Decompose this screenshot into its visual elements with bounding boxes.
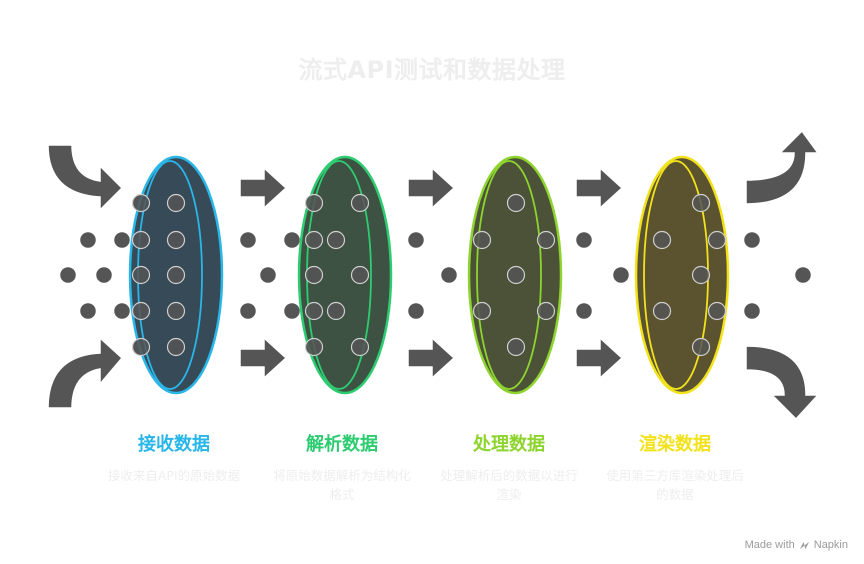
data-dot [166,230,186,250]
data-dot [406,301,426,321]
curved-exit-arrow-icon [745,345,820,421]
brand-text: Napkin [813,539,848,551]
ring-outer [297,155,393,395]
data-dot [258,265,278,285]
stage-rings [128,155,730,395]
data-dot [742,301,762,321]
data-dot [472,230,492,250]
curved-entry-arrow-icon [47,144,124,212]
flow-arrows [47,129,820,421]
data-dot [94,265,114,285]
data-dot [691,337,711,357]
ring-outer [634,155,730,395]
data-dot [166,265,186,285]
ring-inner-edge [476,160,542,390]
page-title: 流式API测试和数据处理 [298,56,566,84]
data-dot [439,265,459,285]
data-dot [131,230,151,250]
data-dot [78,230,98,250]
data-dot [536,301,556,321]
data-dot [282,230,302,250]
data-dot [58,265,78,285]
stage-desc-parse: 将原始数据解析为结构化格式 [273,468,411,502]
data-dot [652,301,672,321]
data-dot [78,301,98,321]
data-dot [304,337,324,357]
data-dot [652,230,672,250]
stage-label-receive: 接收数据 [138,434,210,455]
data-dot [406,230,426,250]
data-dot [350,265,370,285]
napkin-logo-icon [799,541,809,549]
data-dot [131,193,151,213]
data-dot [304,193,324,213]
data-dot [691,265,711,285]
data-dot [691,193,711,213]
ring-parse [297,155,393,395]
data-dot [131,301,151,321]
right-arrow-icon [407,336,456,380]
data-dot [611,265,631,285]
curved-exit-arrow-icon [745,129,820,205]
right-arrow-icon [239,336,288,380]
data-dot [793,265,813,285]
right-arrow-icon [575,336,624,380]
data-dot [282,301,302,321]
data-dot [506,193,526,213]
curved-entry-arrow-icon [47,336,124,409]
data-dot [112,301,132,321]
data-dot [350,193,370,213]
data-dot [304,230,324,250]
right-arrow-icon [239,166,288,210]
data-dot [707,301,727,321]
data-dot [707,230,727,250]
data-dot [574,301,594,321]
data-dot [506,265,526,285]
made-with-text: Made with [744,539,795,551]
data-dot [238,230,258,250]
stage-label-render: 渲染数据 [639,434,711,455]
data-dot [238,301,258,321]
stage-desc-render: 使用第三方库渲染处理后的数据 [606,468,744,502]
data-dot [166,301,186,321]
data-dot [350,337,370,357]
data-dot [166,193,186,213]
ring-render [634,155,730,395]
stage-desc-process: 处理解析后的数据以进行渲染 [440,468,578,502]
data-dot [131,265,151,285]
data-dot [166,337,186,357]
data-dot [304,301,324,321]
stage-desc-receive: 接收来自API的原始数据 [107,468,241,483]
data-dot [304,265,324,285]
stage-label-process: 处理数据 [473,434,545,455]
data-dot [574,230,594,250]
data-dot [506,337,526,357]
napkin-credit[interactable]: Made with Napkin [745,539,848,551]
stage-label-parse: 解析数据 [306,434,378,455]
data-dot [326,230,346,250]
right-arrow-icon [407,166,456,210]
data-dot [472,301,492,321]
data-dot [131,337,151,357]
right-arrow-icon [575,166,624,210]
data-dot [536,230,556,250]
data-dot [326,301,346,321]
data-dot [112,230,132,250]
data-dot [742,230,762,250]
